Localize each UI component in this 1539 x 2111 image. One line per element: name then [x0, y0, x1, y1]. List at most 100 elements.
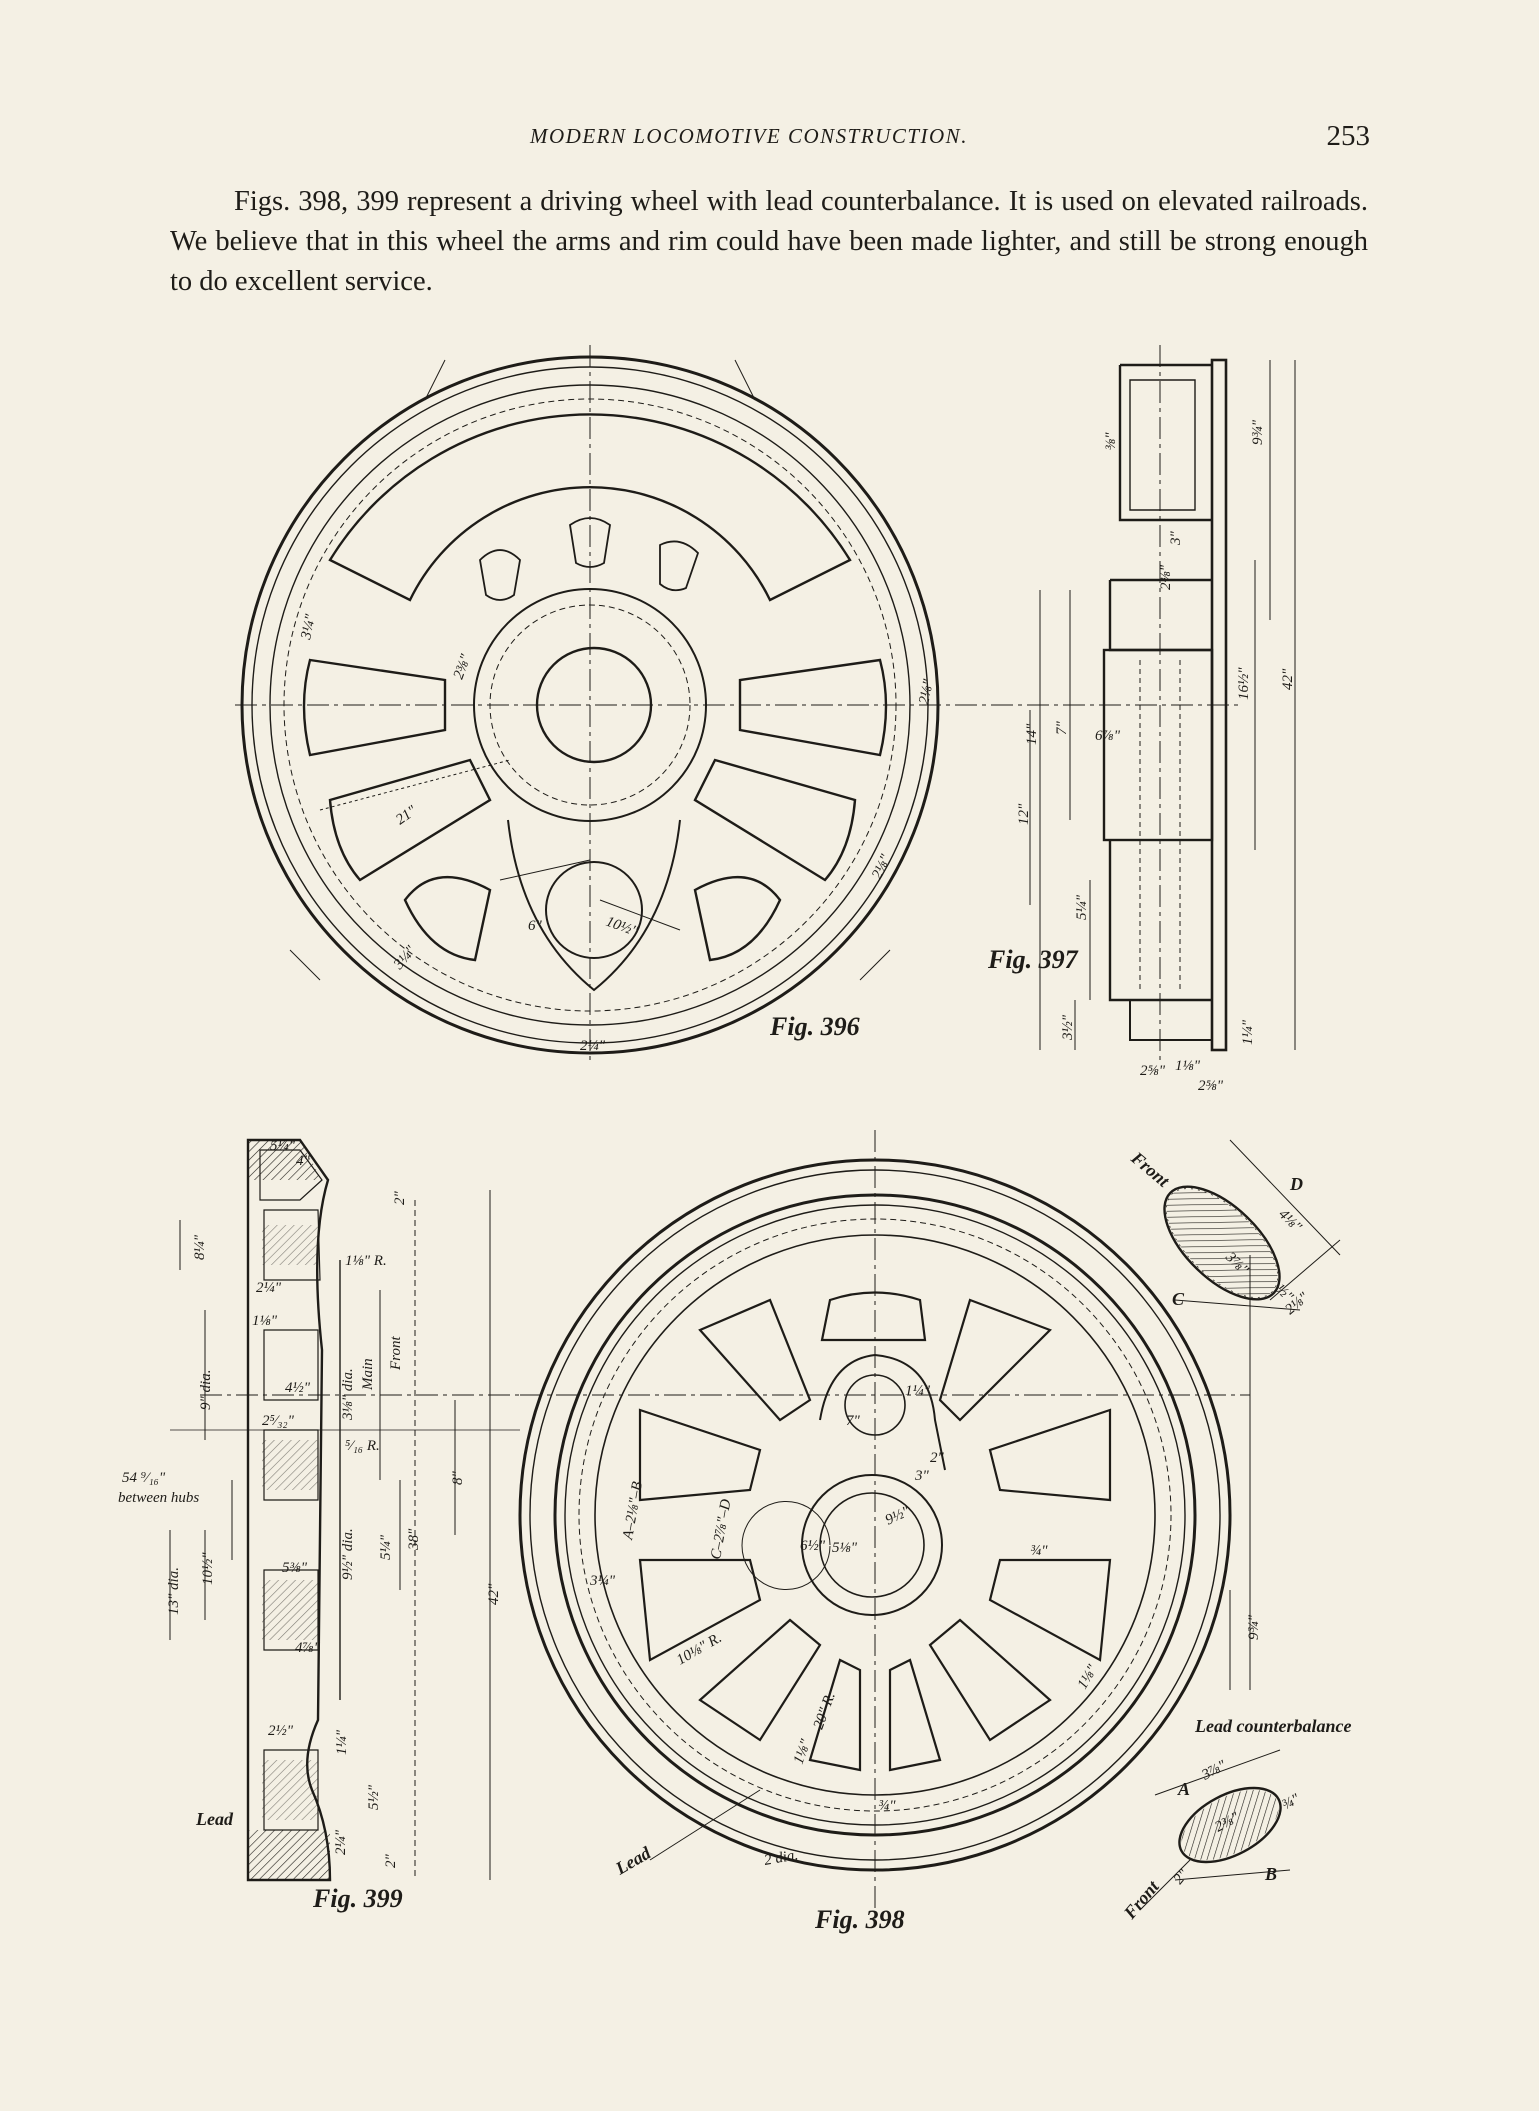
fig396-dim: 2⅛"	[916, 677, 937, 706]
fig399-dim: 8¼"	[192, 1234, 208, 1260]
fig399-dim: 38"	[406, 1528, 422, 1551]
fig398-dim: 1⅛"	[1075, 1662, 1102, 1692]
fig398-lead-label: Lead	[611, 1842, 655, 1879]
page-number: 253	[1326, 120, 1371, 152]
section-ab-dim: ¾"	[1279, 1791, 1303, 1814]
fig396-dim: 2⅜"	[451, 652, 475, 682]
fig398-dim: 6½"	[800, 1538, 826, 1554]
fig397-drawing	[955, 345, 1296, 1060]
section-hatching	[248, 1140, 1279, 1880]
fig398-dim: 1¼"	[905, 1383, 931, 1399]
fig398-labels: 7" 1¼" 3" 2" 9½" 6½" 5⅛" ¾" 9¾" 10⅛" R. …	[589, 1147, 1351, 1934]
fig396-dim: 21"	[393, 803, 420, 829]
fig399-dim: 2⁵⁄₃₂"	[262, 1413, 295, 1429]
fig399-dim: 4⅞"	[295, 1640, 321, 1656]
fig397-dim: 2⅝"	[1140, 1063, 1166, 1079]
fig399-drawing	[169, 1138, 520, 1882]
fig399-dim: 5¼"	[270, 1138, 296, 1154]
section-cd-c: C	[1172, 1289, 1185, 1309]
fig399-dim: 9" dia.	[198, 1370, 214, 1410]
running-title: MODERN LOCOMOTIVE CONSTRUCTION.	[530, 124, 968, 148]
fig398-caption: Fig. 398	[814, 1905, 905, 1934]
fig398-dim: 9¾"	[1246, 1614, 1262, 1640]
fig399-dim: 1¼"	[334, 1729, 350, 1755]
fig397-dim: 16½"	[1236, 667, 1252, 700]
fig397-dim: 12"	[1016, 803, 1032, 825]
section-ab-b: B	[1264, 1864, 1277, 1884]
fig399-dim: 10½"	[200, 1552, 216, 1585]
fig396-dim: 6"	[528, 918, 543, 934]
fig399-dim: 2¼"	[256, 1280, 282, 1296]
fig399-dim: 2"	[392, 1191, 408, 1206]
fig399-dim: 3⅛" dia.	[340, 1368, 356, 1421]
section-ab-dim: 3⅞"	[1198, 1757, 1229, 1784]
fig398-dim: 2 dia.	[763, 1847, 799, 1869]
fig399-dim: 9½" dia.	[340, 1528, 356, 1580]
fig399-lead-label: Lead	[195, 1809, 234, 1829]
body-paragraph: Figs. 398, 399 represent a driving wheel…	[170, 186, 1368, 297]
fig396-dim: 3¼"	[298, 612, 319, 641]
fig399-caption: Fig. 399	[312, 1884, 403, 1913]
section-ab-a: A	[1177, 1779, 1190, 1799]
fig398-dim: A–2⅛"–B	[620, 1480, 646, 1541]
fig398-dim: 3"	[914, 1468, 930, 1484]
fig396-drawing	[235, 345, 955, 1060]
fig397-dim: 2⅜"	[1158, 564, 1174, 590]
fig398-section-ab	[1139, 1749, 1291, 1911]
fig397-dim: 3½"	[1060, 1014, 1076, 1041]
fig399-labels: 5¼" 4" 2" 1⅛" R. 8¼" 2¼" 1⅛" 9" dia. 3⅛"…	[118, 1138, 502, 1913]
fig398-drawing	[518, 1130, 1251, 1920]
fig399-between-hubs: between hubs	[118, 1490, 199, 1506]
fig398-dim: 10⅛" R.	[674, 1630, 725, 1668]
fig399-dim: 2"	[383, 1854, 399, 1869]
fig398-dim: 7"	[846, 1413, 861, 1429]
section-ab-dim: 2"	[1171, 1866, 1193, 1887]
fig399-dim: 42"	[486, 1583, 502, 1605]
running-head: MODERN LOCOMOTIVE CONSTRUCTION. 253	[170, 120, 1370, 164]
fig399-dim: ⁵⁄₁₆ R.	[345, 1438, 380, 1454]
section-ab-front: Front	[1119, 1876, 1163, 1923]
fig397-dim: 3"	[1168, 531, 1184, 547]
fig399-dim: 8"	[450, 1471, 466, 1486]
fig396-dim: 2¼"	[580, 1038, 606, 1054]
fig399-dim: 13" dia.	[166, 1567, 182, 1615]
section-cd-d: D	[1289, 1174, 1303, 1194]
fig396-dim: 3¼"	[390, 943, 419, 974]
fig398-dim: C–2⅞"–D	[708, 1498, 734, 1561]
fig397-dim: 5¼"	[1074, 894, 1090, 920]
fig399-dim: Front	[388, 1336, 404, 1371]
fig398-dim: 3¼"	[589, 1573, 616, 1589]
fig399-dim: 4½"	[285, 1380, 311, 1396]
fig397-dim: ⅜"	[1103, 432, 1119, 450]
fig399-dim: 1⅛"	[252, 1313, 278, 1329]
fig397-dim: 14"	[1024, 723, 1040, 745]
fig399-hubs: 54 ⁹⁄₁₆"	[122, 1470, 166, 1486]
fig398-dim: 1⅛"	[791, 1737, 815, 1767]
fig397-labels: 9¾" 16½" 42" 14" 7" 6⅞" 12" 5¼" 3½" 2⅝" …	[987, 419, 1296, 1094]
fig396-labels: 21" 6" 10½" 2⅜" 2¼" 3¼" 2⅛" 2⅛" 3¼" Fig.…	[298, 612, 937, 1054]
fig397-dim: 7"	[1054, 721, 1070, 736]
fig398-dim: 5⅛"	[832, 1540, 858, 1556]
fig398-dim: 2"	[930, 1450, 945, 1466]
fig399-dim: 5¼"	[378, 1534, 394, 1560]
fig399-dim: 5⅜"	[282, 1560, 308, 1576]
fig398-dim: ¾"	[878, 1798, 896, 1814]
fig399-dim: 1⅛" R.	[345, 1253, 387, 1269]
fig399-dim: 5½"	[366, 1784, 382, 1810]
section-cd-dim: 4⅛"	[1275, 1206, 1305, 1235]
fig397-dim: 2⅝"	[1198, 1078, 1224, 1094]
fig399-dim: Main	[360, 1358, 376, 1391]
fig398-dim: ¾"	[1030, 1543, 1048, 1559]
fig398-dim: 20" R.	[811, 1690, 839, 1731]
fig397-dim: 6⅞"	[1095, 728, 1121, 744]
fig399-dim: 4"	[296, 1153, 311, 1169]
fig399-dim: 2¼"	[333, 1829, 349, 1855]
fig396-caption: Fig. 396	[769, 1012, 860, 1041]
fig397-dim: 9¾"	[1250, 419, 1266, 445]
fig397-dim: 1⅛"	[1175, 1058, 1201, 1074]
fig397-dim: 1¼"	[1240, 1019, 1256, 1045]
fig399-dim: 2½"	[268, 1723, 294, 1739]
section-cd-front: Front	[1127, 1147, 1174, 1191]
